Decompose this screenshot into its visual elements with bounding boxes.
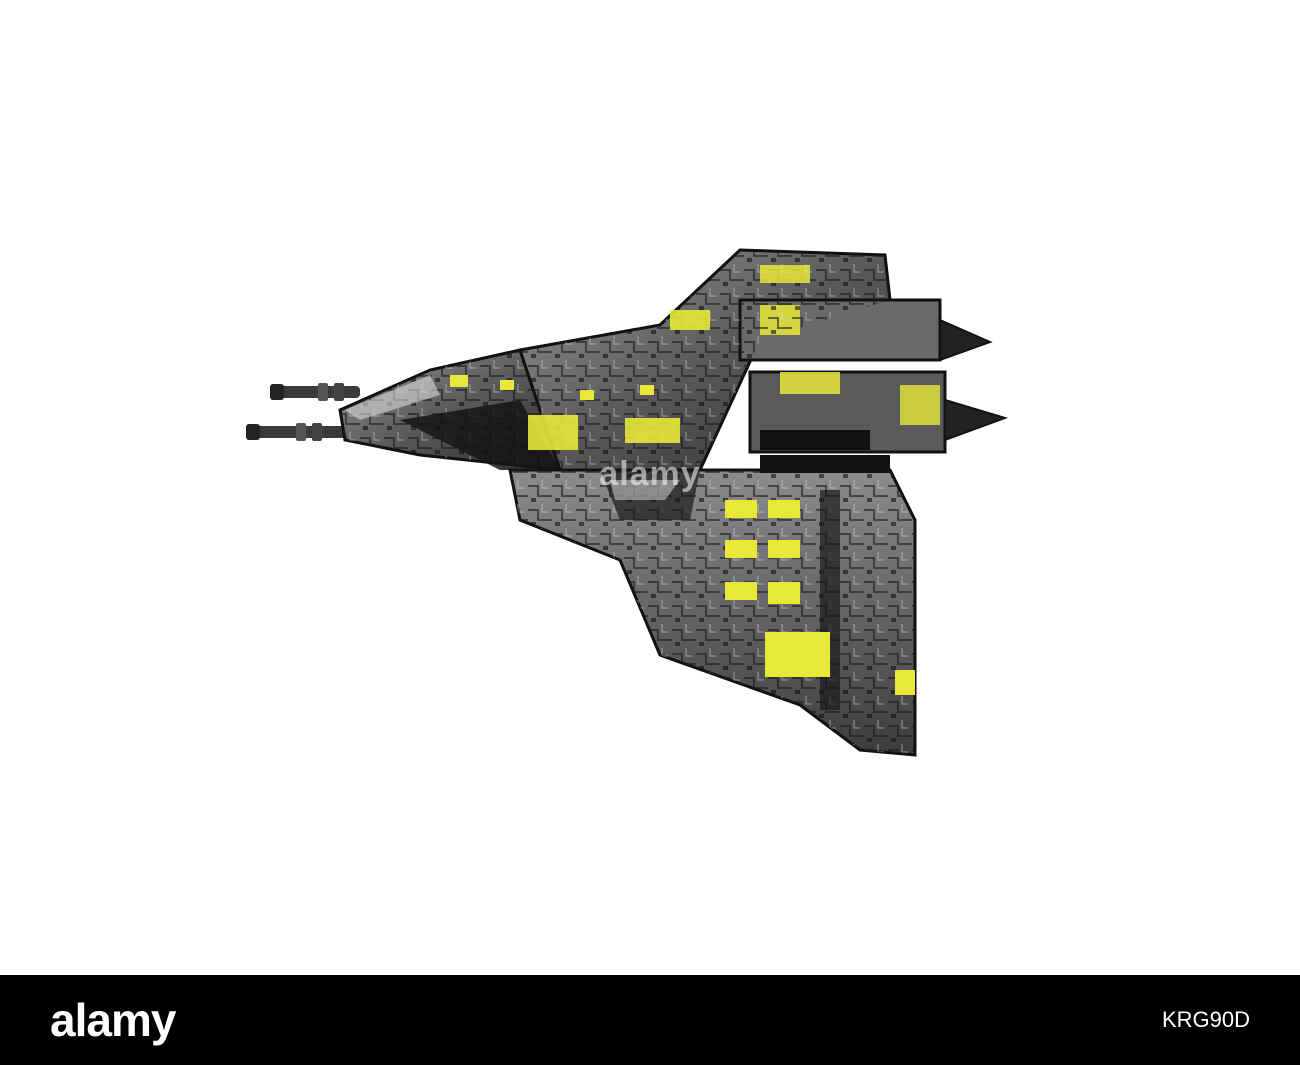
engine-lower xyxy=(748,370,1009,454)
footer-bar: alamy KRG90D xyxy=(0,975,1300,1065)
spaceship-icon xyxy=(246,248,1009,757)
cannon-upper xyxy=(270,383,360,401)
image-canvas: alamy xyxy=(246,248,1009,757)
alamy-logo[interactable]: alamy xyxy=(50,994,176,1046)
yellow-panels xyxy=(450,265,915,695)
image-id: KRG90D xyxy=(1161,1007,1250,1032)
cannon-lower xyxy=(246,423,356,441)
